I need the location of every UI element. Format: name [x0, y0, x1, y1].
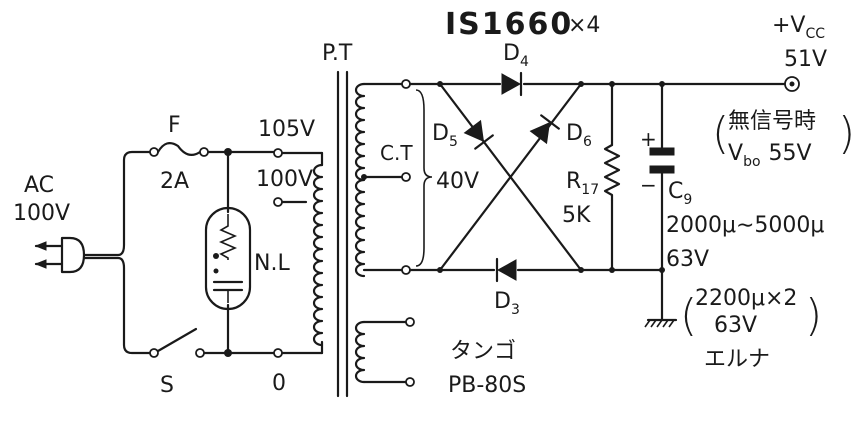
- resistor-r17-symbol: [603, 143, 621, 202]
- diode-d6-symbol: [529, 114, 560, 145]
- capacitor-brand: エルナ: [704, 347, 770, 372]
- capacitor-range: 2000μ∼5000μ: [666, 213, 824, 238]
- secondary-winding: [354, 82, 366, 278]
- output-vcc-label: +VCC: [772, 13, 825, 42]
- alt-capacitor-value: 2200μ×2: [695, 286, 797, 311]
- capacitor-plus: +: [640, 127, 657, 151]
- diode-part-title: IS1660: [445, 7, 573, 42]
- tap-105v-label: 105V: [258, 117, 315, 142]
- transformer-core: [336, 70, 349, 398]
- transformer-model: PB-80S: [448, 373, 526, 398]
- diode-d6-label: D6: [566, 121, 592, 150]
- secondary-leads: [361, 79, 433, 275]
- alt-capacitor-voltage: 63V: [714, 313, 757, 338]
- diode-d3-label: D3: [494, 289, 520, 318]
- resistor-value: 5K: [562, 203, 591, 228]
- fuse-symbol: [149, 141, 209, 157]
- tap-100v-label: 100V: [256, 167, 313, 192]
- capacitor-c9-symbol: [649, 147, 675, 174]
- auxiliary-winding: [354, 320, 366, 384]
- capacitor-voltage: 63V: [666, 247, 709, 272]
- neon-lamp-symbol: [204, 206, 252, 311]
- output-terminal-icon: [784, 76, 800, 92]
- diode-d5-label: D5: [432, 121, 458, 150]
- tap-100v-terminal: [273, 197, 283, 207]
- primary-winding: [312, 163, 324, 347]
- diode-d3-symbol: [495, 257, 517, 283]
- ac-plug-icon: [34, 236, 86, 274]
- diode-d5-symbol: [463, 119, 494, 150]
- alt-paren-close: ): [805, 290, 822, 341]
- transformer-label: P.T: [322, 41, 353, 66]
- output-voltage: 51V: [784, 47, 827, 72]
- ac-voltage-label: 100V: [13, 201, 70, 226]
- resistor-label: R17: [566, 169, 599, 198]
- center-tap-label: C.T: [380, 141, 413, 165]
- auxiliary-leads: [362, 317, 415, 387]
- diode-d4-label: D4: [503, 41, 529, 70]
- tap-0-terminal: [273, 348, 283, 358]
- alt-paren-open: (: [680, 290, 697, 341]
- power-switch-symbol: [149, 327, 205, 358]
- diode-quantity: ×4: [568, 13, 600, 38]
- transformer-maker: タンゴ: [450, 339, 516, 364]
- switch-label: S: [160, 373, 174, 398]
- capacitor-label: C9: [668, 179, 692, 208]
- fuse-label: F: [168, 113, 181, 138]
- ground-symbol: [644, 318, 678, 328]
- idle-paren-close: ): [838, 108, 855, 159]
- idle-condition-label: 無信号時: [728, 109, 816, 134]
- primary-wiring: [82, 148, 324, 357]
- idle-paren-open: (: [712, 108, 729, 159]
- tap-0-label: 0: [272, 371, 286, 396]
- bridge-wiring: [408, 81, 788, 322]
- secondary-voltage-label: 40V: [436, 169, 479, 194]
- ac-label: AC: [24, 173, 54, 198]
- tap-105v-terminal: [273, 148, 283, 158]
- neon-lamp-label: N.L: [254, 251, 290, 276]
- capacitor-minus: −: [640, 173, 657, 197]
- diode-d4-symbol: [501, 71, 523, 97]
- fuse-rating: 2A: [160, 169, 189, 194]
